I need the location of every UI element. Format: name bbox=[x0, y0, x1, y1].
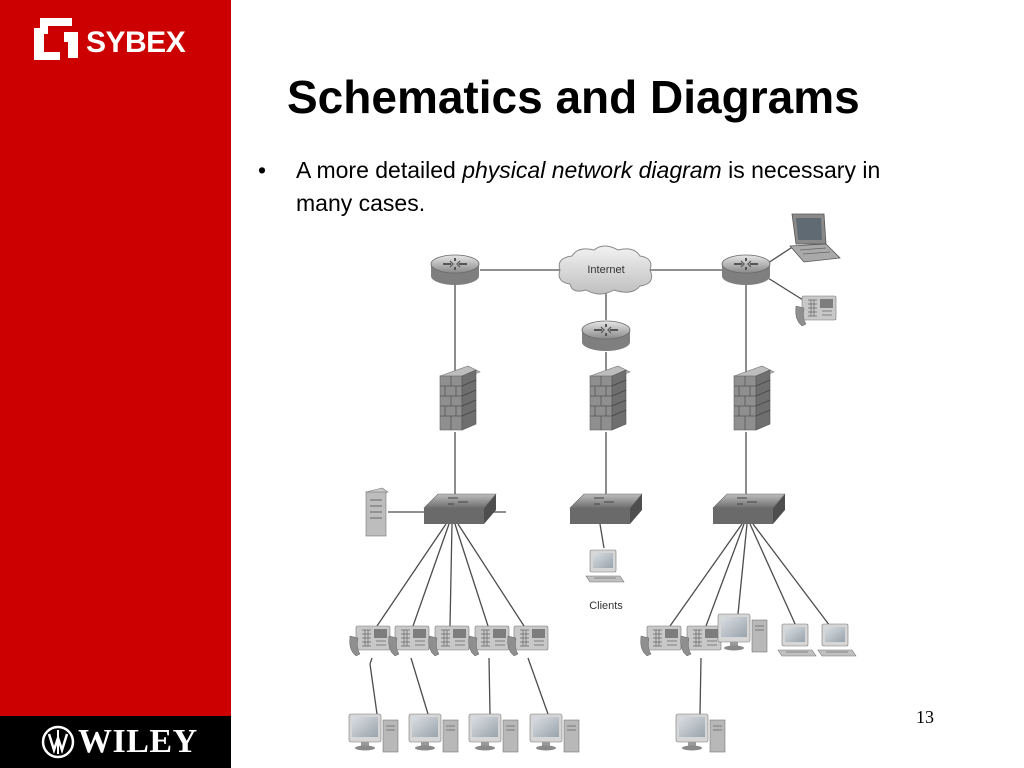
ip-phone-icon bbox=[349, 625, 391, 657]
laptop-icon bbox=[789, 213, 841, 263]
firewall-icon bbox=[733, 365, 775, 431]
desktop-computer-icon bbox=[817, 623, 857, 657]
desktop-computer-icon bbox=[468, 713, 519, 753]
desktop-computer-icon bbox=[675, 713, 726, 753]
cloud-label: Internet bbox=[587, 264, 624, 276]
network-links bbox=[369, 245, 831, 715]
red-sidebar: SYBEX WILEY bbox=[0, 0, 231, 768]
desktop-computer-icon bbox=[585, 549, 625, 583]
bullet-text: A more detailed physical network diagram… bbox=[296, 154, 896, 220]
bullet-dot: • bbox=[258, 157, 267, 183]
slide-title: Schematics and Diagrams bbox=[287, 71, 860, 123]
desktop-computer-icon bbox=[529, 713, 580, 753]
router-icon bbox=[430, 254, 480, 286]
switch-icon bbox=[712, 493, 786, 525]
router-icon bbox=[581, 320, 631, 352]
wiley-emblem-icon bbox=[41, 725, 75, 759]
sybex-logo: SYBEX bbox=[30, 14, 200, 70]
switch-icon bbox=[423, 493, 497, 525]
server-icon bbox=[365, 487, 389, 537]
ip-phone-icon bbox=[680, 625, 722, 657]
ip-phone-icon bbox=[388, 625, 430, 657]
clients-label: Clients bbox=[589, 600, 623, 612]
ip-phone-icon bbox=[428, 625, 470, 657]
router-icon bbox=[721, 254, 771, 286]
desktop-computer-icon bbox=[348, 713, 399, 753]
desktop-computer-icon bbox=[717, 613, 768, 653]
bullet-text-end: is necessary in many cases. bbox=[296, 157, 881, 216]
internet-cloud: Internet bbox=[558, 245, 653, 295]
bullet-text-italic: physical network diagram bbox=[462, 157, 722, 183]
ip-phone-icon bbox=[795, 295, 837, 327]
ip-phone-icon bbox=[507, 625, 549, 657]
ip-phone-icon bbox=[468, 625, 510, 657]
cloud-icon bbox=[558, 245, 653, 295]
firewall-icon bbox=[589, 365, 631, 431]
clients-group: Clients bbox=[585, 549, 625, 612]
desktop-computer-icon bbox=[408, 713, 459, 753]
wiley-footer: WILEY bbox=[0, 716, 231, 768]
wiley-wordmark: WILEY bbox=[78, 723, 198, 760]
sybex-wordmark: SYBEX bbox=[86, 26, 186, 59]
switch-icon bbox=[569, 493, 643, 525]
firewall-icon bbox=[439, 365, 481, 431]
bullet-text-start: A more detailed bbox=[296, 157, 463, 183]
ip-phone-icon bbox=[640, 625, 682, 657]
sybex-mark-icon bbox=[34, 18, 78, 60]
slide-number: 13 bbox=[916, 707, 934, 727]
desktop-computer-icon bbox=[777, 623, 817, 657]
